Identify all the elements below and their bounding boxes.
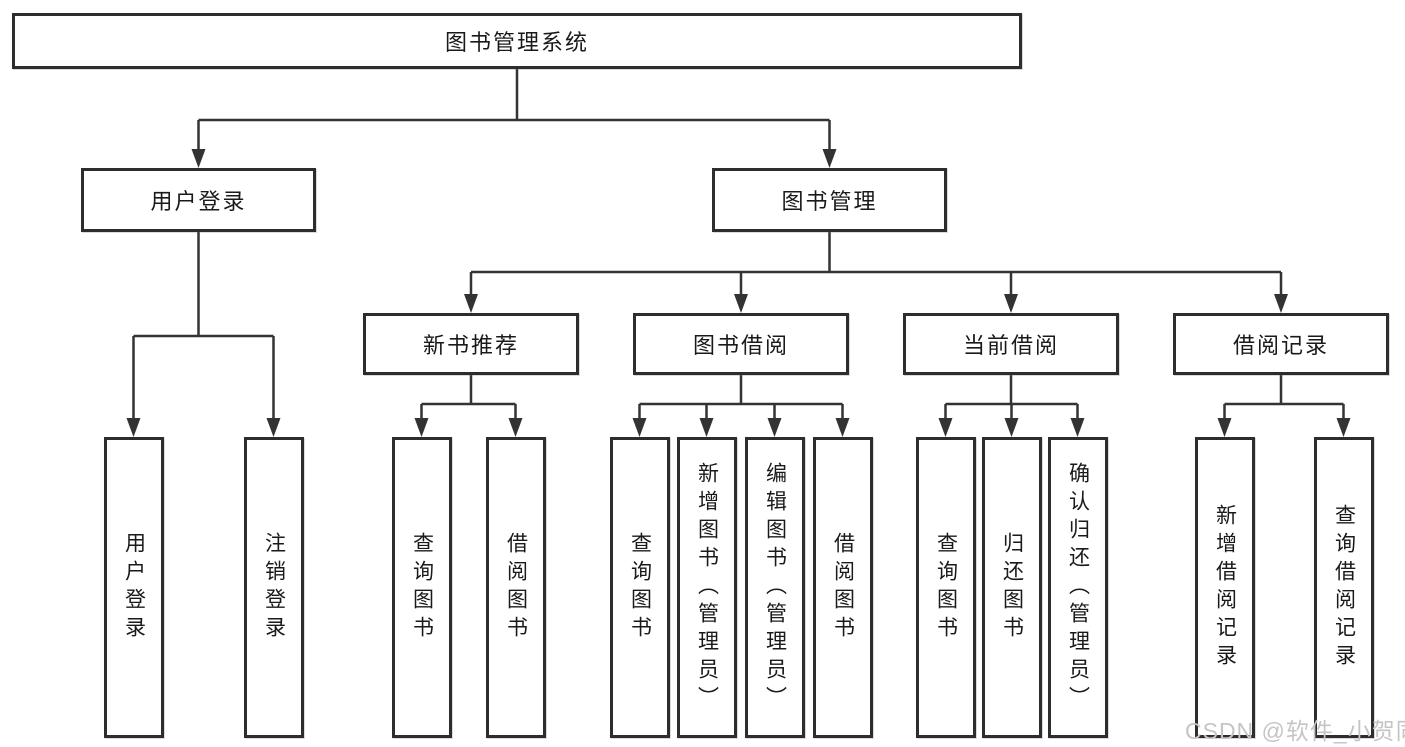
leaf-label: 编辑图书（管理员） — [763, 461, 787, 714]
leaf-current-confirm-return-admin: 确认归还（管理员） — [1048, 437, 1108, 738]
arrow-down — [1070, 418, 1085, 437]
node-label: 当前借阅 — [962, 333, 1059, 358]
leaf-label: 查询借阅记录 — [1332, 503, 1356, 672]
arrow-down — [266, 418, 281, 437]
leaf-label: 借阅图书 — [504, 531, 528, 644]
connector-records-arrowheads — [1217, 418, 1351, 437]
leaf-label: 用户登录 — [122, 531, 146, 644]
arrow-down — [1336, 418, 1351, 437]
connector-book-mgmt-arrowheads — [464, 294, 1288, 313]
arrow-down — [767, 418, 782, 437]
leaf-records-add-borrow-record: 新增借阅记录 — [1195, 437, 1255, 738]
node-book-management: 图书管理 — [712, 168, 947, 232]
node-borrowing-records: 借阅记录 — [1173, 313, 1389, 375]
node-new-book-recommendation: 新书推荐 — [363, 313, 579, 375]
arrow-down — [734, 294, 748, 313]
connector-current-arrowheads — [938, 418, 1085, 437]
arrow-down — [508, 418, 523, 437]
leaf-label: 新增借阅记录 — [1213, 503, 1237, 672]
arrow-down — [414, 418, 429, 437]
connector-new-books-to-children — [420, 375, 517, 420]
leaf-newbooks-borrow-books: 借阅图书 — [486, 437, 546, 738]
connector-new-books-arrowheads — [414, 418, 523, 437]
connector-book-mgmt-to-level3 — [469, 232, 1283, 296]
leaf-borrowing-add-books-admin: 新增图书（管理员） — [677, 437, 737, 738]
connector-root-to-level2-arrowheads — [191, 149, 837, 168]
arrow-down — [1004, 294, 1018, 313]
leaf-label: 查询图书 — [410, 531, 434, 644]
leaf-label: 归还图书 — [1000, 531, 1024, 644]
node-library-management-system: 图书管理系统 — [12, 13, 1022, 69]
leaf-records-query-borrow-record: 查询借阅记录 — [1314, 437, 1374, 738]
node-book-borrowing: 图书借阅 — [633, 313, 849, 375]
leaf-borrowing-edit-books-admin: 编辑图书（管理员） — [745, 437, 805, 738]
connector-current-to-children — [944, 375, 1079, 420]
csdn-watermark: CSDN @软件_小贺同学 — [1185, 718, 1405, 744]
connector-user-login-to-children — [132, 232, 275, 420]
leaf-borrowing-borrow-books: 借阅图书 — [813, 437, 873, 738]
node-label: 图书借阅 — [692, 333, 789, 358]
leaf-label: 新增图书（管理员） — [695, 461, 719, 714]
leaf-borrowing-query-books: 查询图书 — [610, 437, 670, 738]
node-label: 图书管理 — [781, 189, 878, 214]
arrow-down — [938, 418, 953, 437]
arrow-down — [1274, 294, 1288, 313]
leaf-label: 借阅图书 — [831, 531, 855, 644]
arrow-down — [699, 418, 714, 437]
arrow-down — [126, 418, 141, 437]
connector-root-to-level2 — [197, 69, 831, 151]
arrow-down — [464, 294, 478, 313]
node-label: 用户登录 — [150, 189, 247, 214]
arrow-down — [1217, 418, 1232, 437]
leaf-newbooks-query-books: 查询图书 — [392, 437, 452, 738]
arrow-down — [835, 418, 850, 437]
arrow-down — [1004, 418, 1019, 437]
leaf-label: 查询图书 — [628, 531, 652, 644]
arrow-down — [632, 418, 647, 437]
node-label: 新书推荐 — [422, 333, 519, 358]
leaf-label: 确认归还（管理员） — [1066, 461, 1090, 714]
node-label: 图书管理系统 — [444, 30, 589, 55]
leaf-label: 注销登录 — [262, 531, 286, 644]
connector-user-login-arrowheads — [126, 418, 281, 437]
leaf-label: 查询图书 — [934, 531, 958, 644]
node-label: 借阅记录 — [1232, 333, 1329, 358]
connector-records-to-children — [1223, 375, 1345, 420]
arrow-down — [191, 149, 206, 168]
leaf-logout: 注销登录 — [244, 437, 304, 738]
connector-borrowing-to-children — [638, 375, 844, 420]
arrow-down — [822, 149, 837, 168]
connector-borrowing-arrowheads — [632, 418, 850, 437]
node-current-borrowing: 当前借阅 — [903, 313, 1119, 375]
leaf-current-return-books: 归还图书 — [982, 437, 1042, 738]
leaf-current-query-books: 查询图书 — [916, 437, 976, 738]
node-user-login: 用户登录 — [81, 168, 316, 232]
leaf-user-login: 用户登录 — [104, 437, 164, 738]
